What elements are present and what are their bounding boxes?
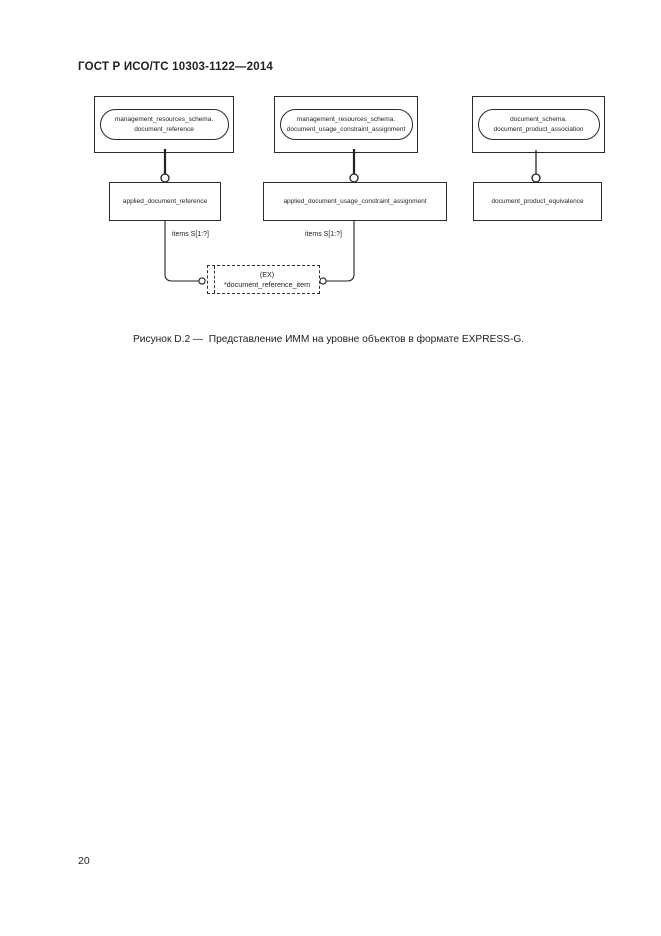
select-type-divider (214, 266, 215, 293)
select-type-text: (EX) *document_reference_item (215, 266, 319, 293)
schema-name-line: management_resources_schema. (114, 115, 214, 123)
document-header: ГОСТ Р ИСО/ТС 10303-1122—2014 (78, 61, 274, 73)
entity-label: document_product_equivalence (491, 198, 584, 205)
select-type-name: *document_reference_item (223, 279, 311, 289)
attribute-label-items-right: items S[1:?] (305, 231, 342, 238)
figure-caption: Рисунок D.2 — Представление ИММ на уровн… (133, 334, 525, 345)
entity-label: applied_document_reference (122, 198, 208, 205)
schema-ref-box-document-reference: management_resources_schema. document_re… (94, 96, 234, 153)
schema-ref-oval: management_resources_schema. document_us… (279, 109, 413, 140)
schema-name-line: document_schema. (510, 115, 567, 123)
schema-ref-box-usage-constraint: management_resources_schema. document_us… (274, 96, 418, 153)
entity-name-line: document_product_association (493, 125, 584, 133)
select-type-box-document-reference-item: (EX) *document_reference_item (207, 265, 320, 294)
schema-name-line: management_resources_schema. (296, 115, 396, 123)
entity-box-document-product-equivalence: document_product_equivalence (473, 182, 602, 221)
entity-name-line: document_reference (134, 125, 194, 133)
attribute-label-items-left: items S[1:?] (172, 231, 209, 238)
page-number: 20 (78, 855, 90, 867)
schema-ref-box-product-association: document_schema. document_product_associ… (472, 96, 605, 153)
entity-label: applied_document_usage_constraint_assign… (283, 198, 427, 205)
entity-name-line: document_usage_constraint_assignment (286, 125, 406, 133)
select-type-tag: (EX) (259, 269, 275, 279)
schema-ref-oval: document_schema. document_product_associ… (477, 109, 600, 140)
schema-ref-oval: management_resources_schema. document_re… (99, 109, 229, 140)
entity-box-applied-document-reference: applied_document_reference (109, 182, 221, 221)
entity-box-applied-usage-constraint-assignment: applied_document_usage_constraint_assign… (263, 182, 447, 221)
